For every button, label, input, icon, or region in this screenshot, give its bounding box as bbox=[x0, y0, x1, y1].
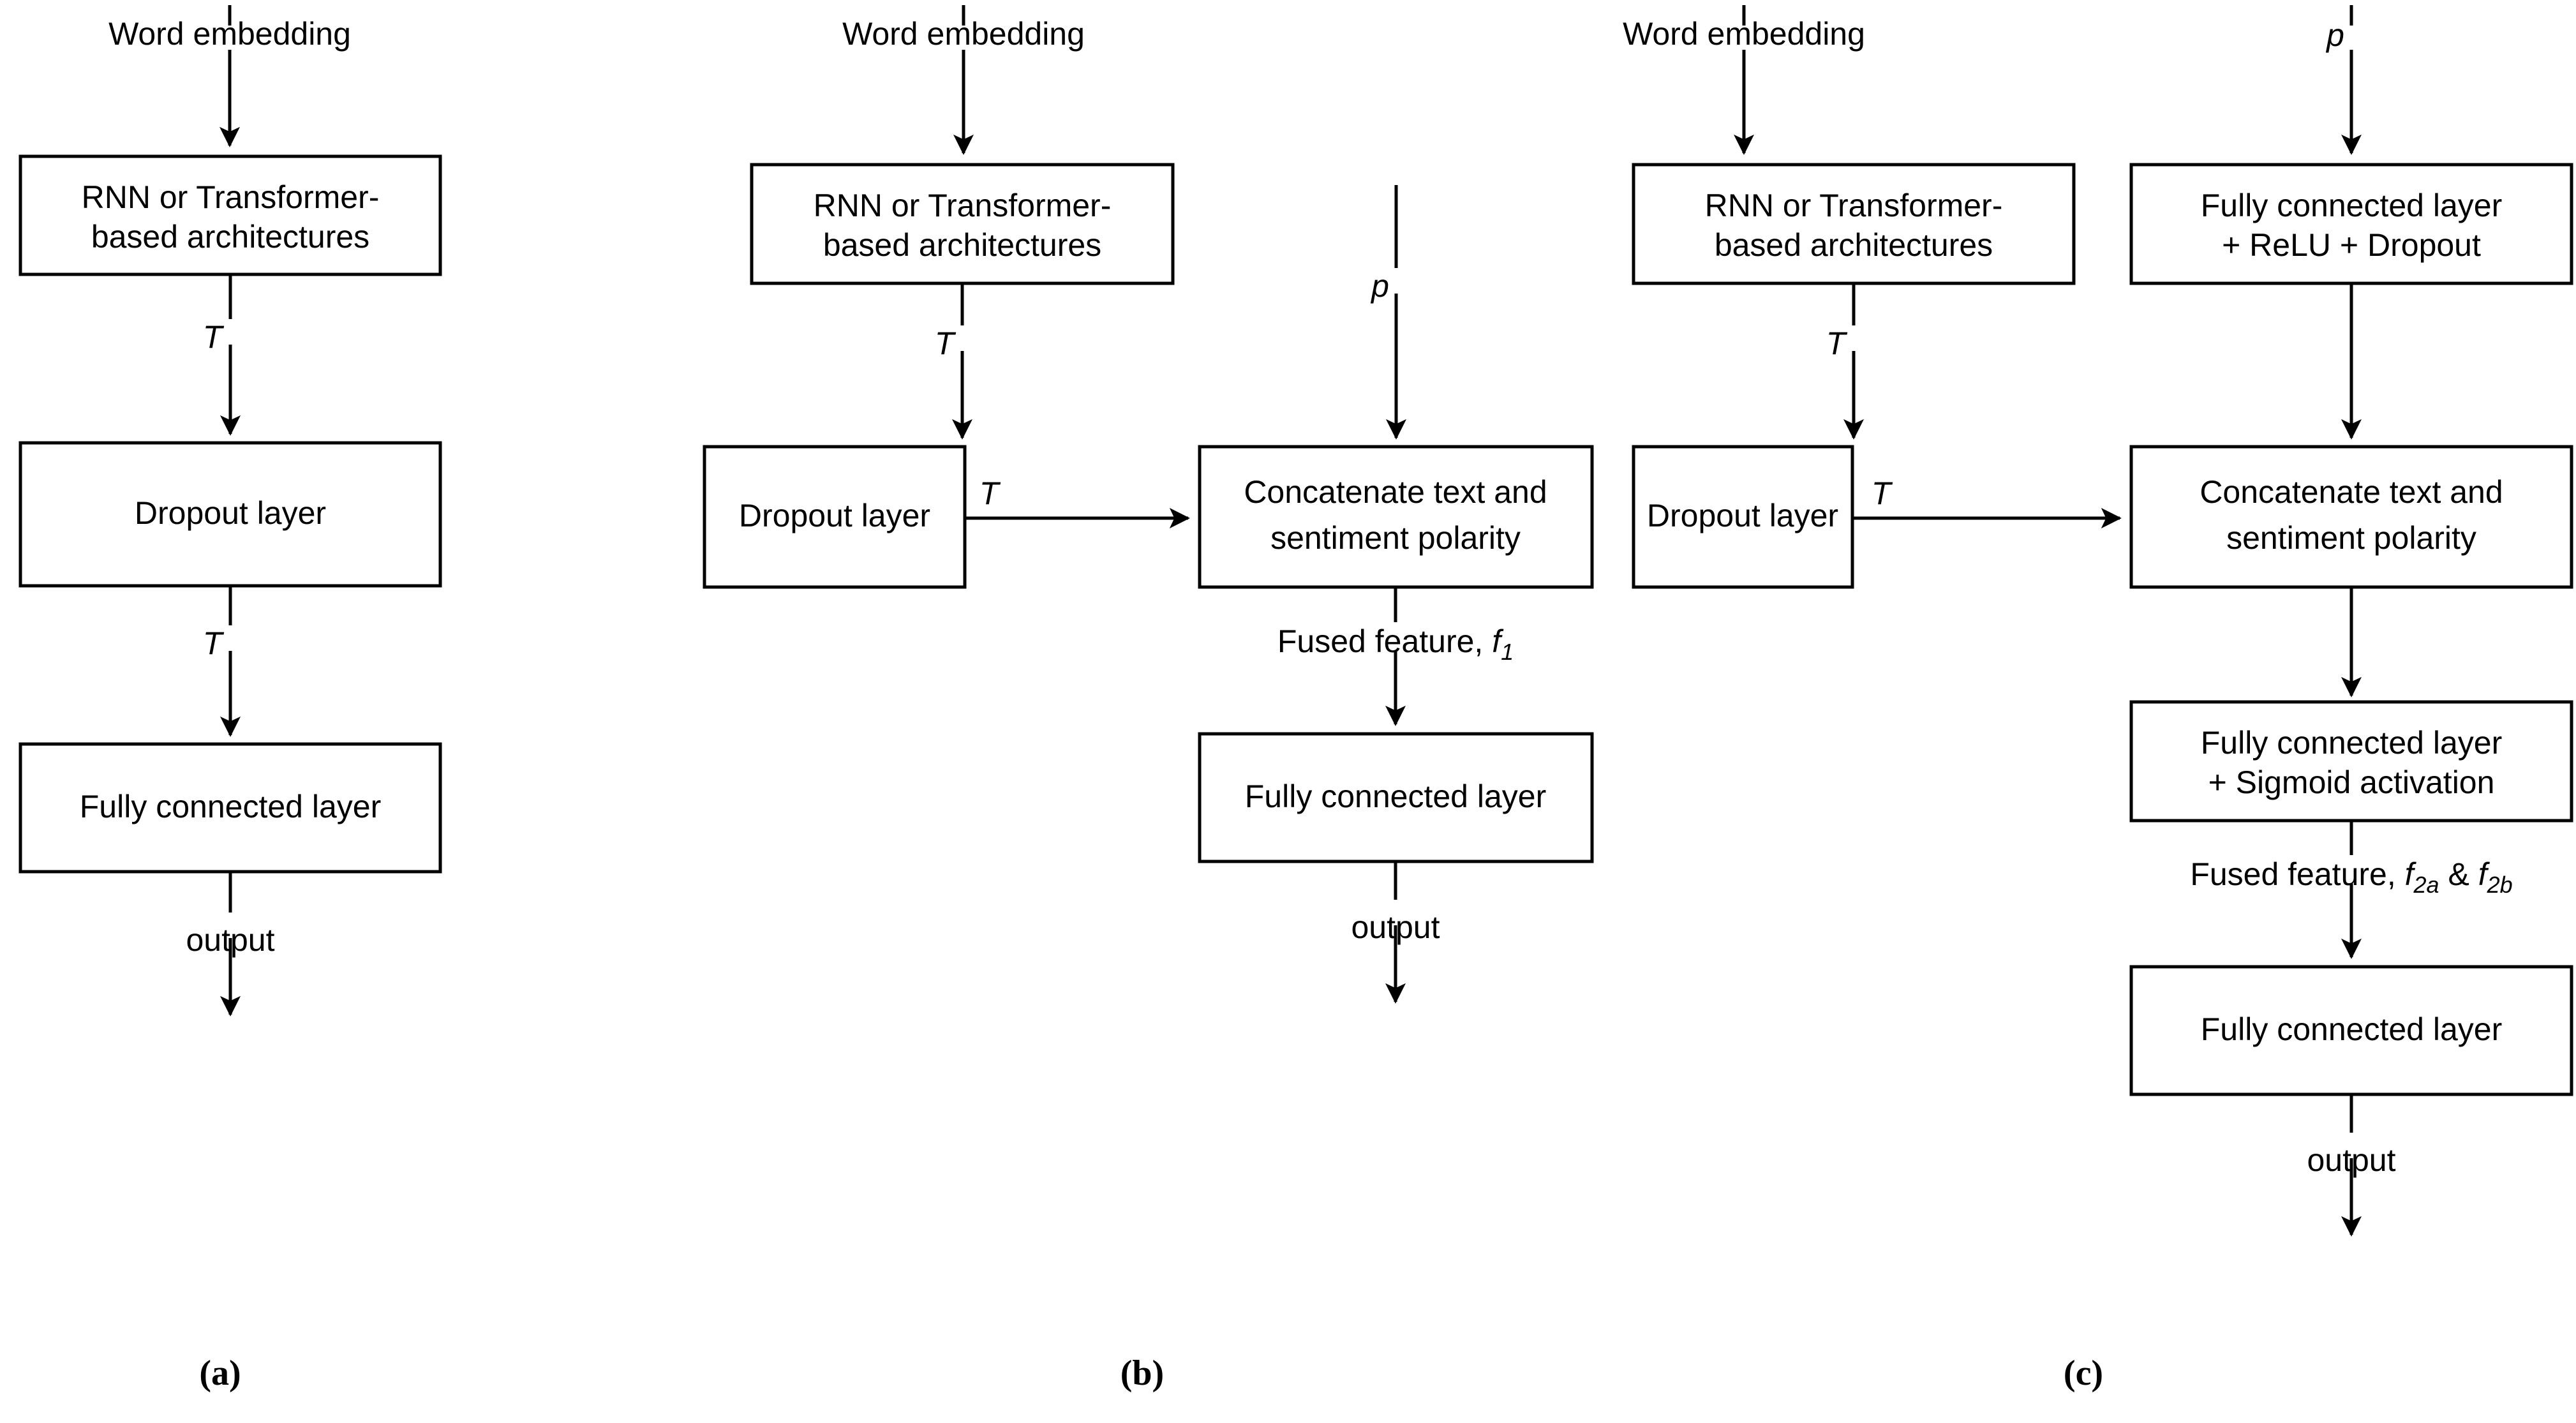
panel-c-box-fc-sigmoid[interactable] bbox=[2129, 700, 2573, 823]
panel-b-box-fully-connected[interactable] bbox=[1198, 732, 1594, 863]
panel-b-box-dropout[interactable] bbox=[703, 445, 967, 589]
panel-c-edge1-label-T: T bbox=[1826, 325, 1848, 361]
panel-c-box-fc-relu-dropout-line1: Fully connected layer bbox=[2201, 188, 2502, 223]
panel-a-edge1-label-T: T bbox=[203, 319, 225, 355]
panel-b-fused-feature-label: Fused feature, f1 bbox=[1277, 623, 1514, 665]
panel-b-box-architectures[interactable] bbox=[750, 163, 1175, 285]
panel-c-edge2-label-T: T bbox=[1872, 475, 1893, 511]
panel-b-caption: (b) bbox=[1120, 1353, 1164, 1393]
panel-b-box-dropout-label: Dropout layer bbox=[739, 498, 930, 533]
panel-b-edge1-label-T: T bbox=[935, 325, 957, 361]
panel-a-box-dropout-label: Dropout layer bbox=[135, 495, 326, 531]
panel-c-fused-amp: & bbox=[2439, 856, 2478, 892]
panel-c-box-architectures-line2: based architectures bbox=[1715, 227, 1993, 263]
panel-a-box-dropout[interactable] bbox=[19, 441, 442, 588]
panel-c-box-fc-relu-dropout-line2: + ReLU + Dropout bbox=[2222, 227, 2481, 263]
panel-a-caption: (a) bbox=[199, 1353, 241, 1393]
panel-c-fused-feature-label: Fused feature, f2a & f2b bbox=[2190, 856, 2512, 898]
panel-b-box-concatenate-line2: sentiment polarity bbox=[1270, 520, 1521, 556]
panel-a-edge2-label-T: T bbox=[203, 625, 225, 661]
panel-c-p-label: p bbox=[2325, 17, 2344, 53]
panel-b-output-label: output bbox=[1351, 909, 1440, 945]
panel-c-box-fully-connected-label: Fully connected layer bbox=[2201, 1011, 2502, 1047]
panel-c-box-dropout[interactable] bbox=[1632, 445, 1854, 589]
panel-c-box-architectures-line1: RNN or Transformer- bbox=[1705, 188, 2003, 223]
panel-a-box-architectures-line1: RNN or Transformer- bbox=[82, 179, 380, 215]
panel-a-word-embedding-label: Word embedding bbox=[108, 16, 351, 52]
panel-c-box-fc-sigmoid-line1: Fully connected layer bbox=[2201, 725, 2502, 761]
panel-b-box-fully-connected-label: Fully connected layer bbox=[1245, 779, 1546, 814]
panel-a: Word embedding RNN or Transformer- based… bbox=[19, 5, 442, 1393]
panel-c-output-label: output bbox=[2307, 1142, 2395, 1178]
panel-b-box-concatenate-line1: Concatenate text and bbox=[1244, 474, 1547, 510]
panel-a-box-architectures[interactable] bbox=[19, 154, 442, 276]
panel-c-box-concatenate-line1: Concatenate text and bbox=[2200, 474, 2503, 510]
panel-b-fused-prefix: Fused feature, bbox=[1277, 623, 1492, 659]
panel-b-fused-subscript: 1 bbox=[1501, 639, 1514, 665]
panel-b-word-embedding-label: Word embedding bbox=[842, 16, 1085, 52]
panel-b-box-concatenate[interactable] bbox=[1198, 445, 1594, 589]
panel-a-box-fully-connected[interactable] bbox=[19, 742, 442, 874]
panel-c-box-fc-sigmoid-line2: + Sigmoid activation bbox=[2208, 764, 2495, 800]
panel-c-box-fc-relu-dropout[interactable] bbox=[2129, 163, 2573, 285]
panel-b: Word embedding RNN or Transformer- based… bbox=[703, 5, 1594, 1393]
panel-c-box-concatenate-line2: sentiment polarity bbox=[2226, 520, 2476, 556]
panel-c-caption: (c) bbox=[2064, 1353, 2103, 1393]
panel-a-box-fully-connected-label: Fully connected layer bbox=[80, 789, 381, 824]
panel-b-edge2-label-T: T bbox=[979, 475, 1001, 511]
panel-c-fused-subscript-1: 2a bbox=[2413, 872, 2439, 898]
panel-b-box-architectures-line2: based architectures bbox=[823, 227, 1101, 263]
panel-c-box-dropout-label: Dropout layer bbox=[1647, 498, 1838, 533]
panel-c: Word embedding RNN or Transformer- based… bbox=[1623, 5, 2573, 1393]
panel-b-p-label: p bbox=[1370, 268, 1389, 304]
panel-c-fused-prefix: Fused feature, bbox=[2190, 856, 2404, 892]
panel-a-box-architectures-line2: based architectures bbox=[91, 219, 369, 255]
panel-c-fused-subscript-2: 2b bbox=[2487, 872, 2513, 898]
panel-c-word-embedding-label: Word embedding bbox=[1623, 16, 1865, 52]
panel-a-output-label: output bbox=[186, 922, 274, 958]
panel-b-box-architectures-line1: RNN or Transformer- bbox=[814, 188, 1112, 223]
panel-c-box-fully-connected[interactable] bbox=[2129, 965, 2573, 1096]
panel-c-box-architectures[interactable] bbox=[1632, 163, 2076, 285]
panel-c-box-concatenate[interactable] bbox=[2129, 445, 2573, 589]
